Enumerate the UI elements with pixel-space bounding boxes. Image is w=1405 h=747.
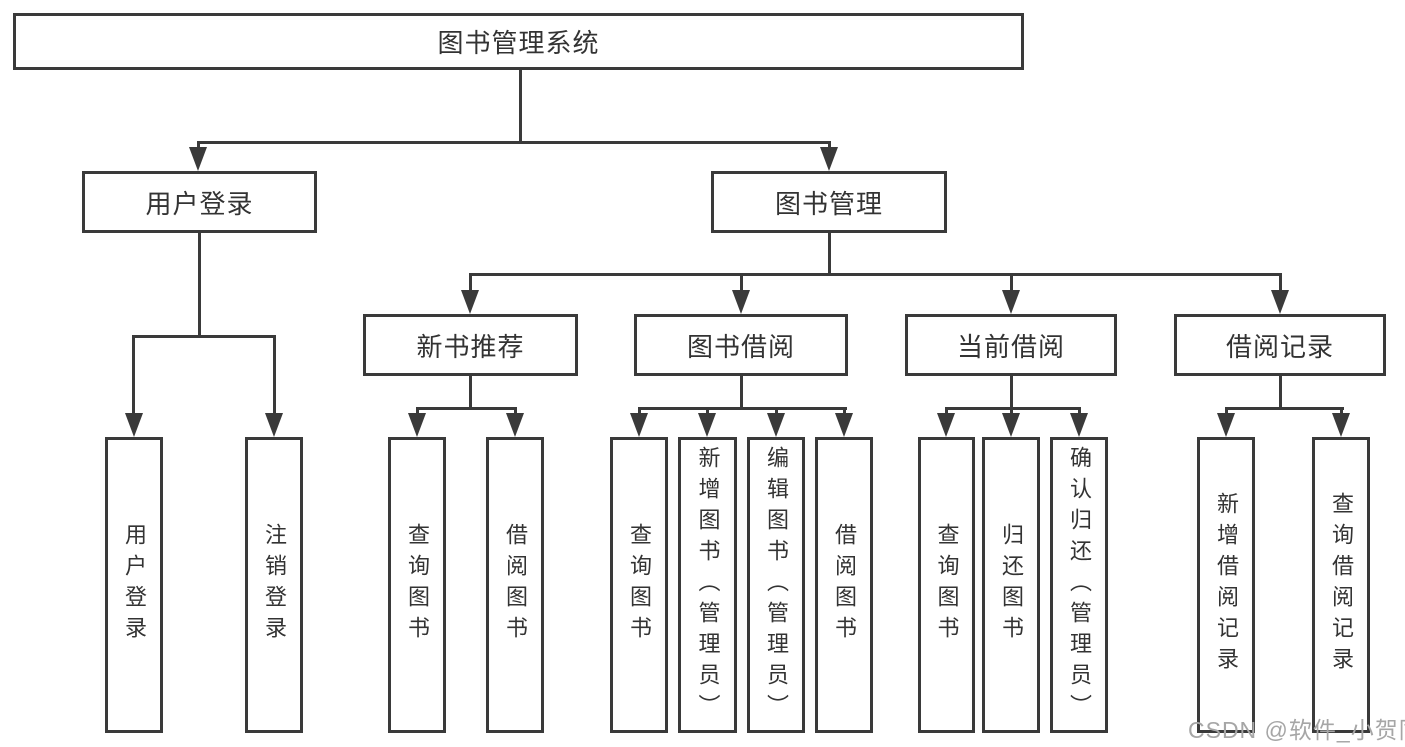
node-label: 确认归还（管理员） bbox=[1067, 445, 1092, 725]
connector-line bbox=[1225, 407, 1344, 410]
connector-line bbox=[638, 407, 641, 417]
connector-line bbox=[469, 273, 472, 293]
node-label: 借阅记录 bbox=[1225, 331, 1334, 362]
connector-line bbox=[740, 376, 743, 410]
csdn-watermark: CSDN @软件_小贺同学 bbox=[1188, 717, 1405, 743]
connector-line bbox=[469, 273, 1282, 276]
connector-line bbox=[416, 407, 419, 417]
node-label: 图书管理 bbox=[774, 188, 883, 219]
arrowhead-down bbox=[265, 413, 283, 437]
node-leaf-bb-borrow-books: 借阅图书 bbox=[815, 437, 873, 733]
connector-line bbox=[198, 233, 201, 338]
connector-line bbox=[132, 335, 276, 338]
arrowhead-down bbox=[698, 413, 716, 437]
node-label: 用户登录 bbox=[122, 523, 147, 647]
node-root: 图书管理系统 bbox=[13, 13, 1024, 70]
node-leaf-cb-confirm-return-admin: 确认归还（管理员） bbox=[1050, 437, 1108, 733]
arrowhead-down bbox=[1332, 413, 1350, 437]
arrowhead-down bbox=[767, 413, 785, 437]
connector-line bbox=[1078, 407, 1081, 417]
arrowhead-down bbox=[125, 413, 143, 437]
arrowhead-down bbox=[1002, 413, 1020, 437]
connector-line bbox=[1010, 376, 1013, 410]
connector-line bbox=[740, 273, 743, 293]
connector-line bbox=[197, 141, 831, 144]
node-label: 用户登录 bbox=[145, 188, 254, 219]
arrowhead-down bbox=[189, 147, 207, 171]
node-leaf-br-add-record: 新增借阅记录 bbox=[1197, 437, 1255, 733]
node-label: 借阅图书 bbox=[503, 523, 528, 647]
arrowhead-down bbox=[820, 147, 838, 171]
connector-line bbox=[273, 335, 276, 415]
arrowhead-down bbox=[408, 413, 426, 437]
connector-line bbox=[1279, 273, 1282, 293]
arrowhead-down bbox=[461, 290, 479, 314]
connector-line bbox=[843, 407, 846, 417]
connector-line bbox=[945, 407, 1081, 410]
connector-line bbox=[514, 407, 517, 417]
node-book-management: 图书管理 bbox=[711, 171, 947, 233]
node-label: 借阅图书 bbox=[832, 523, 857, 647]
node-leaf-br-query-record: 查询借阅记录 bbox=[1312, 437, 1370, 733]
node-new-book-recommendation: 新书推荐 bbox=[363, 314, 578, 376]
arrowhead-down bbox=[1271, 290, 1289, 314]
arrowhead-down bbox=[1070, 413, 1088, 437]
arrowhead-down bbox=[835, 413, 853, 437]
node-borrowing-records: 借阅记录 bbox=[1174, 314, 1386, 376]
connector-line bbox=[706, 407, 709, 417]
node-leaf-bb-edit-books-admin: 编辑图书（管理员） bbox=[747, 437, 805, 733]
node-label: 查询图书 bbox=[934, 523, 960, 647]
node-leaf-logout: 注销登录 bbox=[245, 437, 303, 733]
connector-line bbox=[1340, 407, 1343, 417]
arrowhead-down bbox=[732, 290, 750, 314]
node-current-borrowing: 当前借阅 bbox=[905, 314, 1117, 376]
node-label: 注销登录 bbox=[262, 523, 287, 647]
node-leaf-cb-return-books: 归还图书 bbox=[982, 437, 1040, 733]
node-book-borrowing: 图书借阅 bbox=[634, 314, 848, 376]
node-label: 新增借阅记录 bbox=[1214, 492, 1239, 678]
arrowhead-down bbox=[1217, 413, 1235, 437]
connector-line bbox=[416, 407, 517, 410]
connector-line bbox=[469, 376, 472, 410]
node-label: 查询图书 bbox=[405, 523, 430, 647]
arrowhead-down bbox=[1002, 290, 1020, 314]
connector-line bbox=[638, 407, 847, 410]
connector-line bbox=[519, 70, 522, 144]
node-leaf-bb-query-books: 查询图书 bbox=[610, 437, 668, 733]
node-user-login: 用户登录 bbox=[82, 171, 317, 233]
connector-line bbox=[1279, 376, 1282, 410]
connector-line bbox=[828, 233, 831, 276]
node-label: 查询借阅记录 bbox=[1329, 492, 1354, 678]
node-label: 归还图书 bbox=[999, 523, 1024, 647]
connector-line bbox=[945, 407, 948, 417]
connector-line bbox=[1010, 407, 1013, 417]
node-leaf-bb-add-books-admin: 新增图书（管理员） bbox=[678, 437, 737, 733]
node-label: 图书借阅 bbox=[686, 331, 795, 362]
connector-line bbox=[1010, 273, 1013, 293]
connector-line bbox=[828, 141, 831, 151]
node-label: 编辑图书（管理员） bbox=[764, 445, 789, 725]
node-leaf-cb-query-books: 查询图书 bbox=[918, 437, 975, 733]
node-leaf-nb-query-books: 查询图书 bbox=[388, 437, 446, 733]
arrowhead-down bbox=[630, 413, 648, 437]
connector-line bbox=[197, 141, 200, 151]
node-label: 新书推荐 bbox=[416, 331, 525, 362]
node-leaf-user-login: 用户登录 bbox=[105, 437, 163, 733]
arrowhead-down bbox=[937, 413, 955, 437]
connector-line bbox=[1225, 407, 1228, 417]
node-label: 查询图书 bbox=[627, 523, 652, 647]
node-leaf-nb-borrow-books: 借阅图书 bbox=[486, 437, 544, 733]
connector-line bbox=[132, 335, 135, 415]
connector-line bbox=[775, 407, 778, 417]
node-label: 新增图书（管理员） bbox=[695, 445, 721, 725]
node-label: 当前借阅 bbox=[956, 331, 1065, 362]
node-label: 图书管理系统 bbox=[437, 28, 600, 58]
arrowhead-down bbox=[506, 413, 524, 437]
